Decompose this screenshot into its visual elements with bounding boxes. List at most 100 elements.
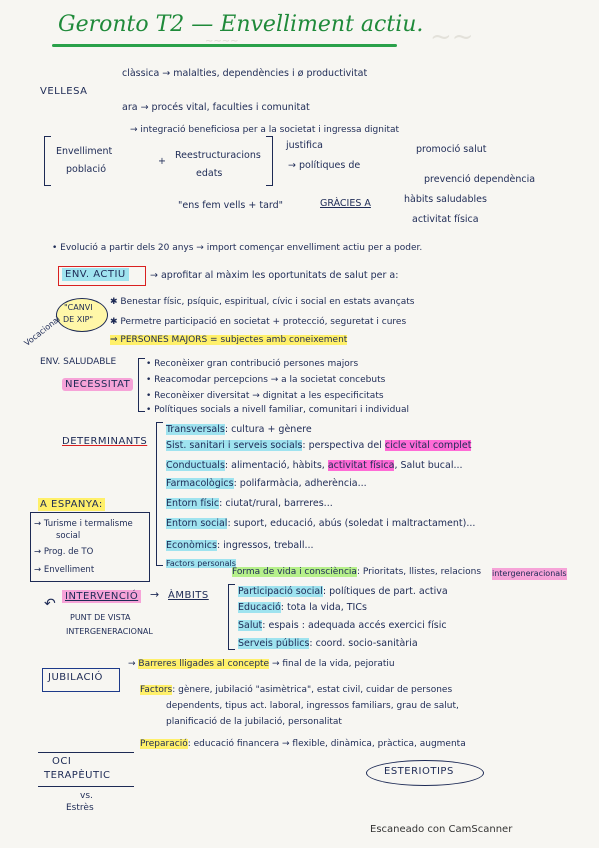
oci-line-3: vs. — [80, 791, 93, 801]
oci-line-2: TERAPÈUTIC — [44, 770, 111, 781]
env-actiu-label: ENV. ACTIU — [62, 268, 129, 281]
scanner-watermark: Escaneado con CamScanner — [370, 824, 513, 835]
persones-majors-highlight: ⇒ PERSONES MAJORS = subjectes amb coneix… — [110, 335, 348, 345]
arrow-right-icon: → — [150, 588, 160, 601]
determinant-name: Factors personals — [166, 559, 236, 568]
bracket — [266, 136, 273, 186]
necessitat-1: • Reconèixer gran contribució persones m… — [146, 359, 359, 369]
esteriotips-oval — [366, 760, 484, 786]
env-actiu-definition: → aprofitar al màxim les oportunitats de… — [150, 270, 399, 281]
determinant-name: Econòmics — [166, 540, 217, 551]
determinant-row: Transversals: cultura + gènere — [166, 424, 312, 436]
bracket — [156, 422, 163, 566]
determinant-desc: : polifarmàcia, adherència... — [233, 478, 367, 489]
oci-line-4: Estrès — [66, 803, 94, 813]
habits-2: activitat física — [412, 214, 479, 225]
determinant-name: Farmacològics — [166, 478, 234, 489]
ambit-row: Educació: tota la vida, TICs — [238, 602, 367, 614]
punt-vista-2: INTERGENERACIONAL — [66, 627, 153, 636]
determinant-desc: : perspectiva del — [302, 440, 382, 451]
determinant-desc: : suport, educació, abús (soledat i malt… — [227, 518, 476, 529]
determinant-highlight: cicle vital complet — [384, 440, 472, 451]
jubilacio-desc: : gènere, jubilació "asimètrica", estat … — [172, 685, 453, 695]
quote-text: "ens fem vells + tard" — [178, 200, 284, 211]
ambit-desc: : polítiques de part. activa — [322, 586, 448, 597]
bracket — [44, 136, 51, 186]
vellesa-label: VELLESA — [40, 86, 88, 97]
espanya-item-2: → Prog. de TO — [34, 547, 94, 557]
determinant-row: Entorn social: suport, educació, abús (s… — [166, 518, 475, 530]
necessitat-3: • Reconèixer diversitat → dignitat a les… — [146, 391, 384, 401]
curved-arrow-icon: ↶ — [44, 596, 56, 612]
determinant-highlight: Forma de vida i consciència — [232, 567, 357, 577]
determinant-name: Conductuals — [166, 460, 225, 471]
envelliment-mid-1: Reestructuracions — [175, 150, 261, 161]
ambit-desc: : espais : adequada accés exercici físic — [262, 620, 447, 631]
jubilacio-row: Factors: gènere, jubilació "asimètrica",… — [140, 684, 452, 696]
determinants-label: DETERMINANTS — [62, 436, 148, 447]
evolucio-text: • Evolució a partir dels 20 anys → impor… — [52, 243, 423, 253]
ambit-desc: : coord. socio-sanitària — [309, 638, 418, 649]
bleed-through-text: ~~ — [430, 22, 474, 52]
ambit-desc: : tota la vida, TICs — [280, 602, 367, 613]
jubilacio-factors-2: dependents, tipus act. laboral, ingresso… — [166, 701, 459, 711]
determinant-name: Sist. sanitari i serveis socials — [166, 440, 303, 451]
determinant-desc: : alimentació, hàbits, — [224, 460, 325, 471]
determinant-row: Forma de vida i consciència: Prioritats,… — [232, 566, 481, 578]
ambits-label: ÀMBITS — [168, 590, 209, 601]
necessitat-label: NECESSITAT — [62, 378, 134, 391]
espanya-box — [30, 512, 150, 582]
espanya-item-1b: social — [56, 531, 81, 541]
side-note-vocacional: Vocacional — [22, 314, 62, 348]
gracies-label: GRÀCIES A — [320, 198, 371, 209]
plus-sign: + — [158, 156, 166, 167]
jubilacio-desc: : educació financera → flexible, dinàmic… — [187, 739, 466, 749]
jubilacio-key: Factors — [140, 685, 173, 695]
bracket — [228, 584, 235, 650]
determinant-name: Entorn social — [166, 518, 228, 529]
env-saludable-label: ENV. SALUDABLE — [40, 357, 117, 367]
determinant-row: Entorn físic: ciutat/rural, barreres... — [166, 498, 333, 510]
page-title: Geronto T2 — Envelliment actiu. — [58, 12, 424, 37]
determinant-desc: : Prioritats, llistes, relacions — [356, 567, 482, 577]
vellesa-line-2: ara → procés vital, faculties i comunita… — [122, 102, 310, 113]
envelliment-mid-2: edats — [196, 168, 223, 179]
ambit-name: Salut — [238, 620, 263, 631]
determinant-name: Entorn físic — [166, 498, 220, 509]
esteriotips-label: ESTERIOTIPS — [384, 766, 454, 777]
promocio-salut: promoció salut — [416, 144, 487, 155]
punt-vista-1: PUNT DE VISTA — [70, 613, 131, 622]
jubilacio-box — [42, 668, 120, 692]
vellesa-line-1: clàssica → malalties, dependències i ø p… — [122, 68, 368, 79]
jubilacio-row: → Barreres lligades al concepte → final … — [128, 659, 395, 669]
canvi-xip-bubble — [56, 298, 108, 332]
intervencio-label: INTERVENCIÓ — [62, 590, 142, 603]
env-actiu-box — [58, 266, 146, 286]
jubilacio-factors-3: planificació de la jubilació, personalit… — [166, 717, 342, 727]
determinant-highlight: activitat física — [327, 460, 395, 471]
envelliment-left-2: població — [66, 164, 107, 175]
ambit-name: Serveis públics — [238, 638, 310, 649]
oci-line-1: OCI — [52, 756, 72, 767]
divider — [38, 786, 134, 788]
prevencio-dependencia: prevenció dependència — [424, 174, 536, 185]
jubilacio-key: Preparació — [140, 739, 188, 749]
determinant-row: Factors personals — [166, 558, 236, 570]
jubilacio-desc: → final de la vida, pejoratiu — [271, 659, 395, 669]
politiques-label: → polítiques de — [288, 160, 361, 171]
vellesa-line-3: → integració beneficiosa per a la societ… — [130, 125, 400, 135]
env-actiu-bullet-3: ⇒ PERSONES MAJORS = subjectes amb coneix… — [110, 334, 348, 346]
env-actiu-bullet-2: ✱ Permetre participació en societat + pr… — [110, 317, 407, 327]
justifica-label: justifica — [286, 140, 324, 151]
ambit-row: Salut: espais : adequada accés exercici … — [238, 620, 447, 632]
espanya-label: A ESPANYA: — [38, 498, 105, 511]
canvi-xip-line-1: "CANVI — [64, 303, 93, 312]
ambit-row: Serveis públics: coord. socio-sanitària — [238, 638, 418, 650]
jubilacio-key: Barreres lligades al concepte — [138, 659, 270, 669]
ambit-name: Participació social — [238, 586, 323, 597]
determinant-row: Sist. sanitari i serveis socials: perspe… — [166, 440, 472, 452]
habits-1: hàbits saludables — [404, 194, 487, 205]
title-underline — [52, 44, 397, 47]
intergeneracionals-highlight: intergeneracionals — [492, 568, 567, 580]
